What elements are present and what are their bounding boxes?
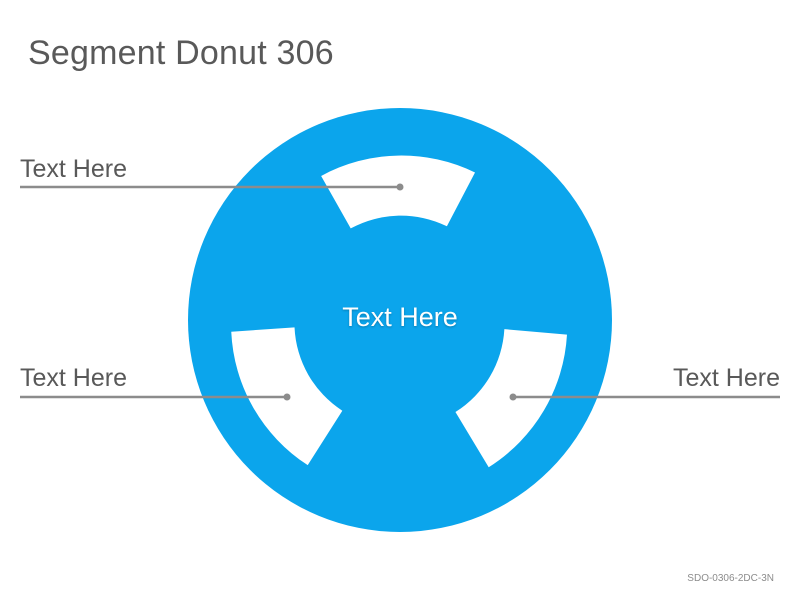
center-label: Text Here [342,302,458,332]
callout-marker-left [283,393,291,401]
callout-label-top: Text Here [20,155,127,183]
footer-code: SDO-0306-2DC-3N [687,573,774,584]
slide-title: Segment Donut 306 [28,34,334,72]
callout-marker-right [509,393,517,401]
callout-marker-top [396,183,404,191]
callout-label-right: Text Here [673,364,780,392]
donut-segment-top [321,155,476,229]
callout-label-left: Text Here [20,364,127,392]
